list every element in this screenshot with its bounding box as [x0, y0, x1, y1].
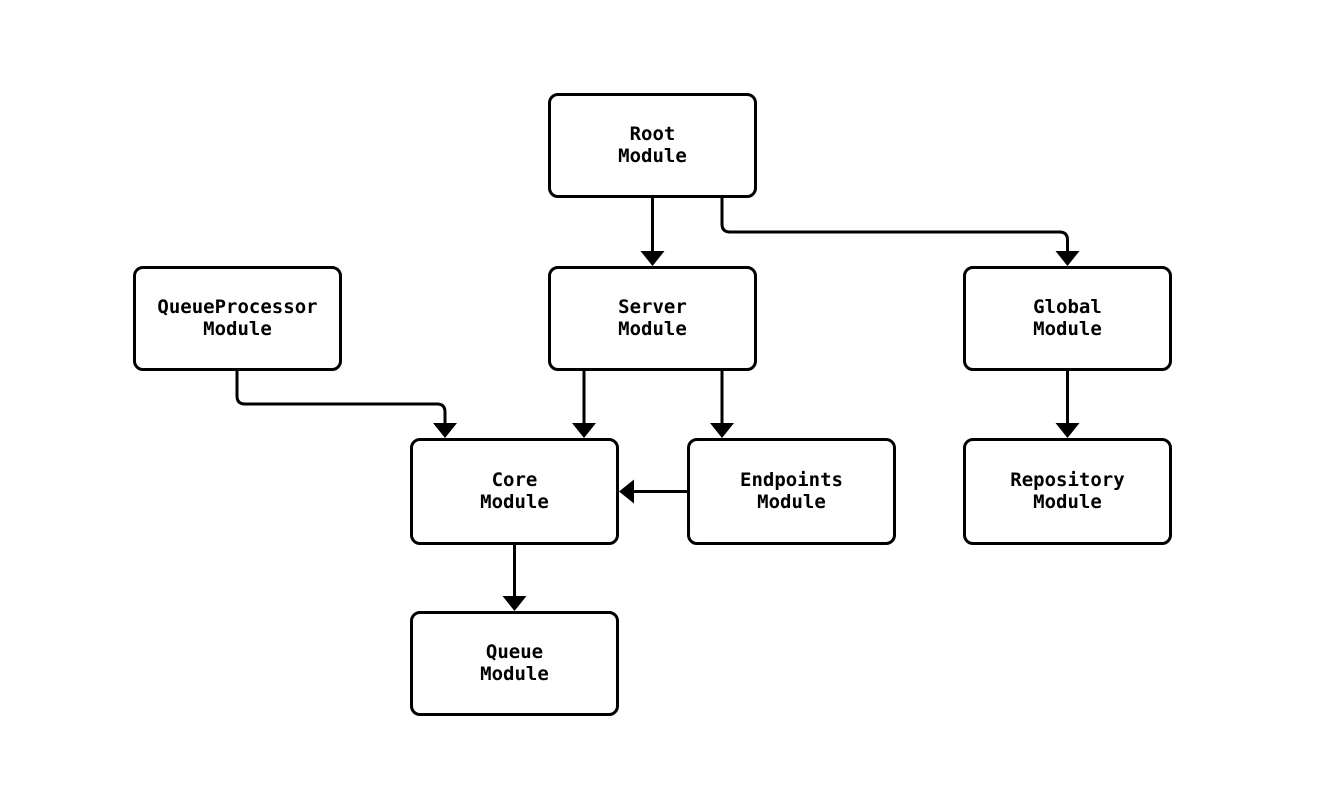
- node-label-line: Module: [618, 144, 687, 167]
- node-label-line: Module: [757, 490, 826, 513]
- node-label-line: Queue: [485, 641, 544, 663]
- arrowhead-root-module-to-global-module: [1055, 251, 1080, 266]
- node-label-line: QueueProcessor: [157, 296, 318, 318]
- arrowhead-server-module-to-core-module: [572, 423, 596, 438]
- node-label-line: Module: [480, 490, 549, 513]
- node-label-line: Root: [629, 123, 676, 145]
- node-label-line: Core: [491, 469, 538, 491]
- arrowhead-queueprocessor-module-to-core-module: [433, 423, 457, 438]
- node-label-line: Module: [1033, 490, 1102, 513]
- node-label-line: Global: [1033, 296, 1102, 318]
- edge-root-module-to-global-module: [720, 196, 1069, 255]
- arrowhead-core-module-to-queue-module: [502, 596, 527, 611]
- arrowhead-endpoints-module-to-core-module: [619, 479, 634, 504]
- node-label-line: Endpoints: [740, 469, 843, 491]
- node-label-line: Module: [618, 317, 687, 340]
- node-label-line: Module: [203, 317, 272, 340]
- arrowhead-server-module-to-endpoints-module: [710, 423, 734, 438]
- node-label-line: Repository: [1010, 469, 1125, 491]
- node-label-line: Module: [480, 662, 549, 685]
- edge-queueprocessor-module-to-core-module: [235, 369, 447, 427]
- node-label-line: Server: [618, 296, 687, 318]
- arrowhead-global-module-to-repository-module: [1055, 423, 1080, 438]
- arrowhead-root-module-to-server-module: [640, 251, 665, 266]
- node-label-line: Module: [1033, 317, 1102, 340]
